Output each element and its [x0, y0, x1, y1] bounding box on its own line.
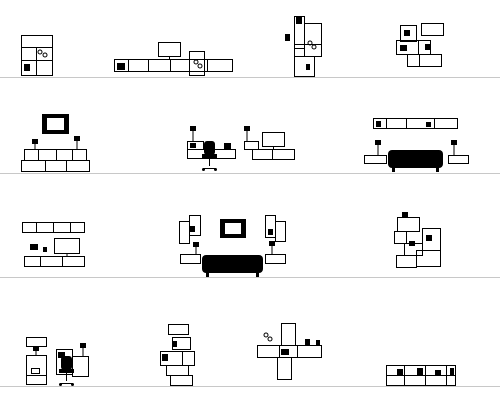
books-icon [190, 143, 196, 148]
scene-framed-picture-low-units[interactable] [21, 114, 90, 172]
plant-icon [305, 339, 310, 345]
scene-office-chair-shelves[interactable] [26, 337, 89, 387]
lamp-icon [190, 126, 250, 141]
scene-small-bookcase[interactable] [21, 35, 53, 76]
scene-sofa-picture-side-towers[interactable] [179, 215, 286, 278]
lamp-icon [33, 343, 86, 357]
sofa-icon [202, 255, 263, 277]
scene-staggered-cube-cluster[interactable] [396, 23, 444, 67]
books-icon [58, 352, 65, 358]
books-icon [435, 370, 441, 375]
lamp-icon [193, 241, 275, 254]
plant-icon [30, 244, 38, 250]
vase-icon [425, 44, 431, 50]
books-icon [268, 229, 273, 235]
scene-tv-shelf-wall[interactable] [22, 222, 85, 267]
scene-cross-arrangement[interactable] [257, 323, 322, 380]
laptop-icon [31, 368, 40, 374]
scene-offset-cube-cluster[interactable] [394, 212, 441, 268]
tv-icon [54, 238, 80, 256]
books-icon [281, 349, 289, 355]
plant-icon [162, 354, 168, 361]
office-chair-icon [202, 141, 217, 171]
books-icon [376, 121, 381, 127]
lamp-icon [32, 136, 80, 150]
floor-lines [0, 77, 500, 387]
bottle-icon [316, 340, 320, 345]
framed-picture-icon [220, 219, 246, 238]
books-icon [400, 45, 407, 51]
scene-stacked-wide-boxes[interactable] [160, 324, 195, 386]
vase-icon [450, 368, 454, 375]
bottle-icon [306, 64, 310, 70]
scene-tall-stacked-units[interactable] [285, 16, 322, 77]
plant-icon [404, 30, 410, 36]
books-icon [397, 369, 403, 375]
books-icon [426, 235, 432, 241]
vase-icon [307, 40, 317, 50]
scene-desk-chair-monitor[interactable] [187, 126, 295, 171]
books-icon [296, 16, 302, 24]
vase-icon [426, 122, 431, 127]
books-icon [189, 226, 195, 232]
plant-icon [409, 241, 415, 246]
vase-icon [37, 49, 48, 58]
scene-tv-wall-low-units[interactable] [114, 42, 233, 76]
vase-icon [43, 247, 47, 252]
books-icon [172, 341, 177, 347]
plant-icon [402, 212, 408, 217]
plant-icon [417, 368, 423, 375]
books-icon [117, 63, 125, 70]
vase-icon [193, 59, 203, 69]
monitor-icon [262, 132, 285, 150]
lamp-icon [375, 140, 457, 155]
books-icon [24, 64, 30, 71]
plant-icon [285, 34, 290, 41]
scene-sofa-wall-shelves[interactable] [364, 118, 469, 173]
sofa-icon [388, 150, 443, 172]
scene-low-bench-units[interactable] [386, 365, 456, 386]
vase-icon [263, 332, 273, 342]
framed-picture-icon [42, 114, 69, 134]
books-icon [224, 143, 231, 149]
tv-icon [158, 42, 181, 60]
office-chair-icon [59, 356, 74, 386]
